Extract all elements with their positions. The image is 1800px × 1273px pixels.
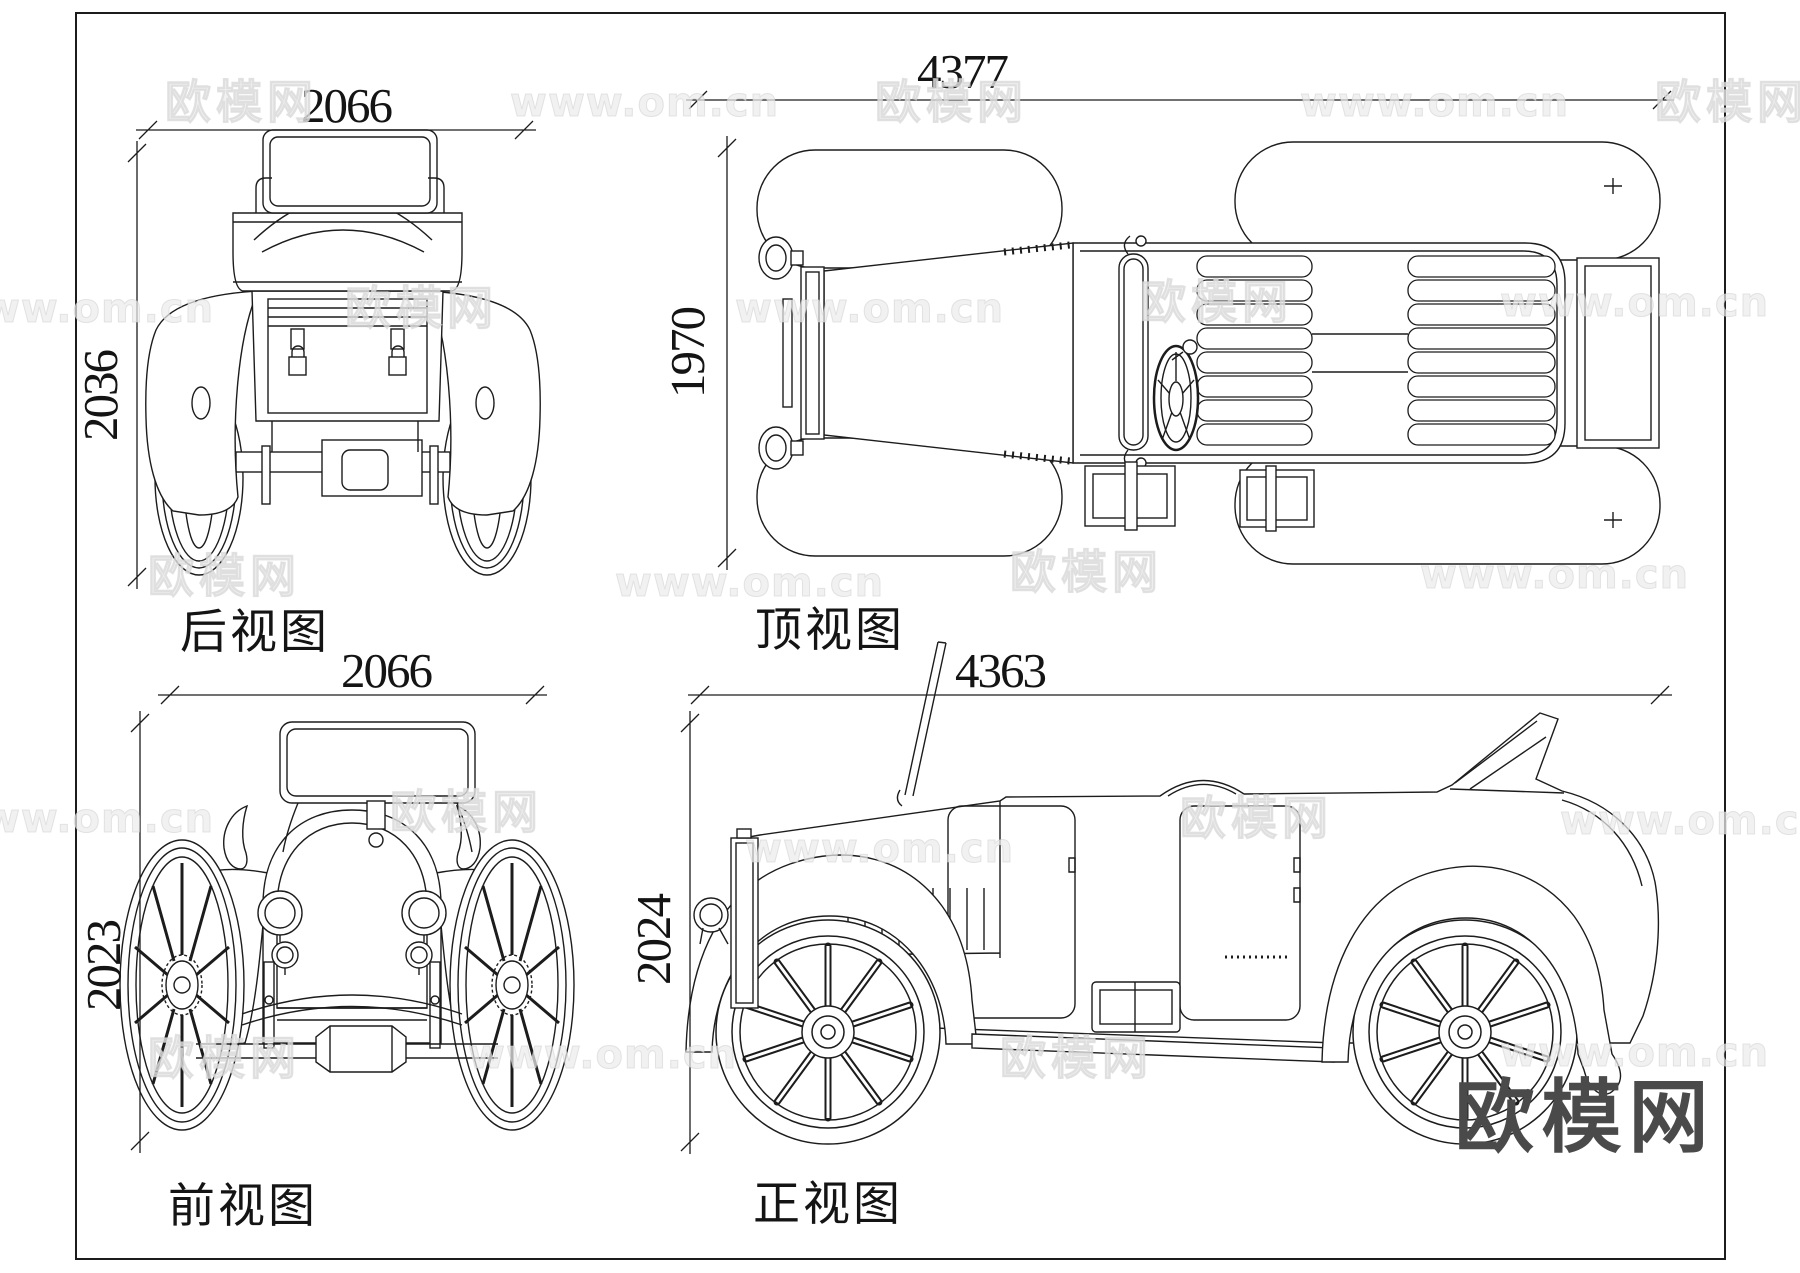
site-logo: 欧模网 <box>1455 1071 1716 1164</box>
watermark-url: www.om.cn <box>510 80 779 126</box>
watermark-brand: 欧模网 <box>875 75 1028 129</box>
watermark-url: www.om.cn <box>0 286 214 332</box>
dim-rear-width: 2066 <box>136 78 536 140</box>
watermark-brand: 欧模网 <box>1180 791 1333 845</box>
watermark-layer: 欧模网 www.om.cn 欧模网 www.om.cn 欧模网 www.om.c… <box>0 75 1800 1086</box>
dim-top-height-value: 1970 <box>660 308 715 399</box>
rear-view-drawing <box>145 129 541 576</box>
watermark-brand: 欧模网 <box>148 549 301 603</box>
watermark-brand: 欧模网 <box>1000 1031 1153 1085</box>
side-view-drawing <box>685 641 1660 1144</box>
dim-side-width-value: 4363 <box>955 643 1046 698</box>
top-headlamps <box>758 236 804 470</box>
watermark-url: www.om.cn <box>1500 280 1769 326</box>
sheet-border <box>75 12 1726 1260</box>
watermark-url: www.om.cn <box>1300 80 1569 126</box>
watermark-brand: 欧模网 <box>345 281 498 335</box>
steering-wheel <box>1152 339 1200 452</box>
dim-rear-width-value: 2066 <box>301 78 393 133</box>
top-view-label: 顶视图 <box>755 605 905 657</box>
rear-view-label: 后视图 <box>180 607 330 659</box>
front-view-label: 前视图 <box>168 1181 318 1233</box>
dim-front-height: 2023 <box>76 711 150 1153</box>
dim-side-width: 4363 <box>688 643 1672 705</box>
front-view-drawing <box>118 721 576 1132</box>
trunk-latches <box>288 328 407 376</box>
watermark-brand: 欧模网 <box>165 75 318 129</box>
watermark-brand: 欧模网 <box>1140 275 1293 329</box>
dim-front-width-value: 2066 <box>341 643 433 698</box>
watermark-url: www.om.cn <box>1500 1030 1769 1076</box>
side-view-label: 正视图 <box>753 1179 903 1231</box>
dim-top-width-value: 4377 <box>917 44 1009 99</box>
dim-top-height: 1970 <box>660 136 737 570</box>
watermark-url: www.om.cn <box>735 286 1004 332</box>
dim-front-height-value: 2023 <box>76 921 131 1012</box>
watermark-url: www.om.cn <box>1420 552 1689 598</box>
dim-front-width: 2066 <box>158 643 547 705</box>
watermark-brand: 欧模网 <box>1655 75 1800 129</box>
watermark-url: www.om.cn <box>745 826 1014 872</box>
watermark-brand: 欧模网 <box>390 785 543 839</box>
dim-rear-height: 2036 <box>73 141 147 589</box>
top-view-drawing <box>756 141 1661 565</box>
watermark-brand: 欧模网 <box>1010 545 1163 599</box>
watermark-url: www.om.cn <box>0 796 214 842</box>
headlamps <box>257 890 447 975</box>
watermark-url: www.om.cn <box>1560 798 1800 844</box>
dim-top-width: 4377 <box>686 44 1674 110</box>
dim-side-height: 2024 <box>626 711 700 1154</box>
watermark-url: www.om.cn <box>615 560 884 606</box>
dim-rear-height-value: 2036 <box>73 350 128 442</box>
watermark-url: www.om.cn <box>468 1032 737 1078</box>
dimensions: 2066 2036 4377 1970 2066 2023 4363 2024 <box>73 44 1674 1154</box>
watermark-brand: 欧模网 <box>148 1031 301 1085</box>
dim-side-height-value: 2024 <box>626 894 681 986</box>
